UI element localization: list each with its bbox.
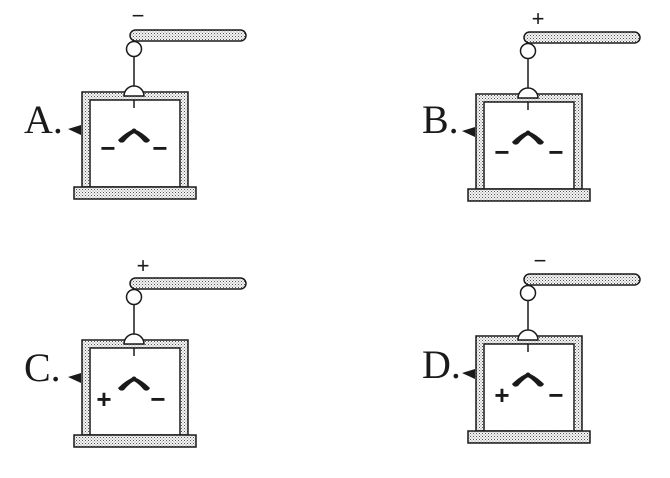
- panel-c-label: C.: [24, 345, 61, 390]
- panel-a: A. − − −: [24, 3, 247, 200]
- panel-d-label: D.: [422, 342, 461, 387]
- panel-a-rod-sign: −: [132, 3, 145, 28]
- panel-b-left-leaf-sign: −: [494, 137, 509, 167]
- panel-b: B. + − −: [422, 6, 641, 202]
- panel-d: D. − + −: [422, 248, 641, 444]
- panel-c: C. + + −: [24, 253, 247, 448]
- panel-b-right-leaf-sign: −: [548, 137, 563, 167]
- panel-c-left-leaf-sign: +: [96, 384, 111, 414]
- panel-a-right-leaf-sign: −: [152, 133, 167, 163]
- panel-d-left-leaf-sign: +: [494, 380, 509, 410]
- panel-d-rod-sign: −: [534, 248, 547, 273]
- panel-b-label: B.: [422, 97, 459, 142]
- panel-c-right-leaf-sign: −: [150, 384, 165, 414]
- panel-b-rod-sign: +: [532, 6, 545, 31]
- panel-a-left-leaf-sign: −: [100, 133, 115, 163]
- panel-d-right-leaf-sign: −: [548, 380, 563, 410]
- panel-c-rod-sign: +: [137, 253, 150, 278]
- panel-a-label: A.: [24, 97, 63, 142]
